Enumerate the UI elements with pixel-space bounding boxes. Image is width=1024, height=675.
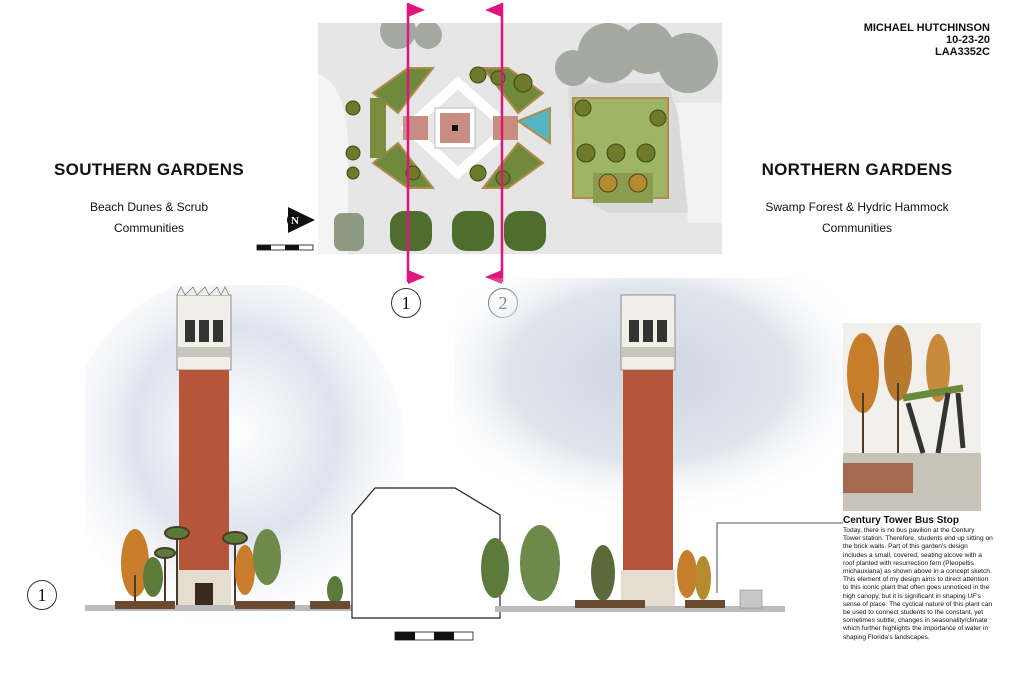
author-name: MICHAEL HUTCHINSON: [863, 22, 990, 34]
northern-gardens-title: NORTHERN GARDENS: [761, 160, 953, 179]
bus-stop-description: Today, there is no bus pavilion at the C…: [843, 527, 993, 641]
bus-stop-sketch: [843, 323, 981, 511]
section-cut-lines: [406, 3, 504, 284]
sky-wash-icon: [85, 285, 405, 620]
section-line-1-icon: [406, 3, 425, 284]
section-marker-1: 1: [391, 288, 421, 318]
shrub-dots-icon: [345, 66, 667, 193]
bus-stop-title: Century Tower Bus Stop: [843, 515, 959, 526]
course-code: LAA3352C: [934, 46, 990, 58]
southern-gardens-subtitle: Beach Dunes & Scrub Communities: [19, 197, 279, 239]
autumn-trees-icon: [121, 529, 255, 605]
ground-line-icon: [495, 589, 785, 612]
section-line-2-icon: [485, 3, 504, 284]
north-arrow-icon: N: [256, 207, 315, 251]
north-label: N: [291, 215, 299, 227]
canopy-trees-icon: [380, 23, 718, 93]
northern-subtitle-line2: Communities: [821, 221, 893, 235]
southern-gardens-title: SOUTHERN GARDENS: [54, 160, 244, 179]
northern-subtitle-line1: Swamp Forest & Hydric Hammock: [765, 200, 949, 214]
section-label-1: 1: [27, 580, 57, 610]
northern-gardens-subtitle: Swamp Forest & Hydric Hammock Communitie…: [727, 197, 987, 239]
southern-subtitle-line2: Communities: [113, 221, 185, 235]
central-plaza-icon: [400, 76, 518, 180]
cypress-trees-icon: [847, 325, 950, 463]
oak-trees-icon: [143, 529, 343, 604]
site-plan-map: [318, 23, 722, 254]
hedge-blocks-icon: [334, 211, 546, 251]
palm-trees-icon: [154, 526, 248, 605]
scale-bar-top-icon: [256, 244, 314, 251]
southern-subtitle-line1: Beach Dunes & Scrub: [89, 200, 209, 214]
scale-bar-bottom-icon: [394, 631, 474, 641]
swamp-trees-icon: [481, 525, 711, 601]
shelter-icon: [902, 384, 966, 454]
ground-line-icon: [85, 601, 355, 611]
section-1-elevation: [85, 285, 405, 620]
century-tower-icon: [176, 286, 232, 606]
section-2-elevation: [455, 278, 843, 612]
century-tower-icon: [620, 294, 676, 606]
title-block: MICHAEL HUTCHINSON 10-23-20 LAA3352C: [864, 22, 990, 58]
leader-line-icon: [716, 522, 843, 593]
date-text: 10-23-20: [945, 34, 990, 46]
brick-wall-icon: [843, 463, 913, 493]
